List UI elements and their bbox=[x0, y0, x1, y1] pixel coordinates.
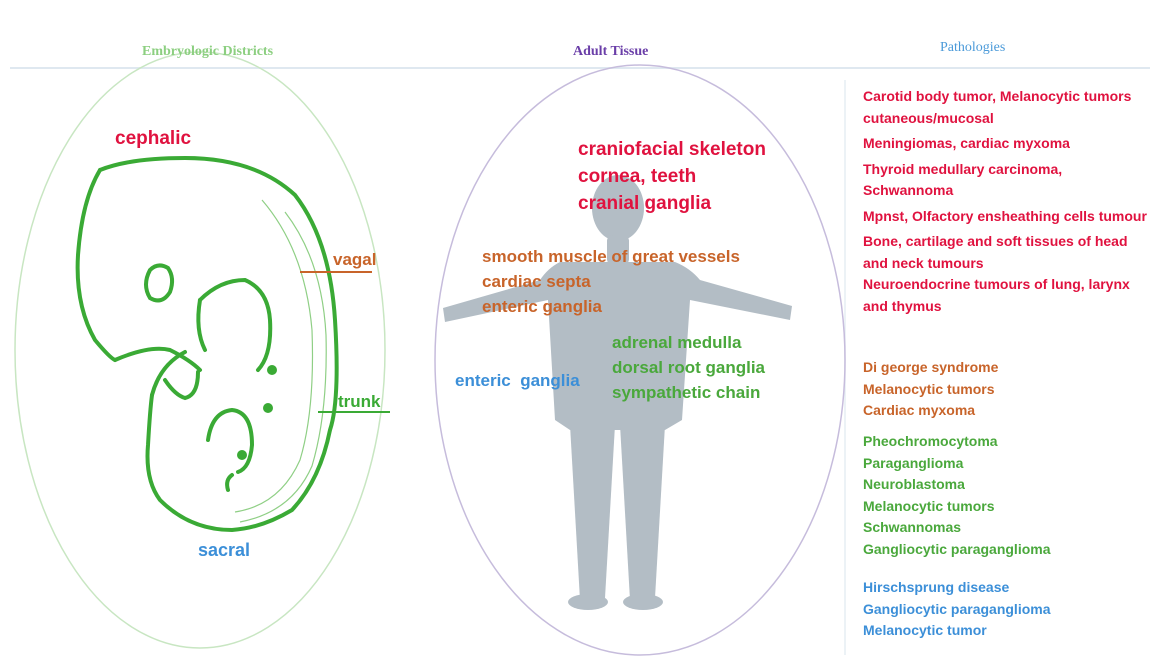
pathology-item: Pheochromocytoma bbox=[863, 431, 1148, 453]
pathology-item: Bone, cartilage and soft tissues of head… bbox=[863, 231, 1148, 274]
embryo-drawing bbox=[78, 158, 337, 530]
pathology-item: Neuroblastoma bbox=[863, 474, 1148, 496]
pathology-item: Carotid body tumor, Melanocytic tumors c… bbox=[863, 86, 1148, 129]
adult-orange-item: smooth muscle of great vessels bbox=[482, 244, 740, 269]
pathology-item: Melanocytic tumor bbox=[863, 620, 1148, 642]
adult-green-item: sympathetic chain bbox=[612, 380, 765, 405]
adult-red-item: cornea, teeth bbox=[578, 163, 766, 190]
label-vagal: vagal bbox=[333, 250, 376, 270]
embryo-somites bbox=[235, 200, 326, 522]
header-embryologic-districts: Embryologic Districts bbox=[142, 44, 273, 60]
adult-green-item: adrenal medulla bbox=[612, 330, 765, 355]
pathology-item: Melanocytic tumors bbox=[863, 496, 1148, 518]
adult-red-item: craniofacial skeleton bbox=[578, 136, 766, 163]
label-sacral: sacral bbox=[198, 540, 250, 561]
adult-orange-item: enteric ganglia bbox=[482, 294, 740, 319]
pathology-item: Neuroendocrine tumours of lung, larynx a… bbox=[863, 274, 1148, 317]
adult-orange-group: smooth muscle of great vessels cardiac s… bbox=[482, 244, 740, 319]
adult-blue-item: enteric ganglia bbox=[455, 371, 580, 391]
pathologies-orange-group: Di george syndrome Melanocytic tumors Ca… bbox=[863, 357, 1148, 422]
adult-green-group: adrenal medulla dorsal root ganglia symp… bbox=[612, 330, 765, 405]
pathologies-red-group: Carotid body tumor, Melanocytic tumors c… bbox=[863, 86, 1148, 317]
pathology-item: Gangliocytic paraganglioma bbox=[863, 539, 1148, 561]
pathology-item: Di george syndrome bbox=[863, 357, 1148, 379]
pathologies-blue-group: Hirschsprung disease Gangliocytic paraga… bbox=[863, 577, 1148, 642]
pathologies-green-group: Pheochromocytoma Paraganglioma Neuroblas… bbox=[863, 431, 1148, 560]
pathology-item: Thyroid medullary carcinoma, Schwannoma bbox=[863, 159, 1148, 202]
adult-red-item: cranial ganglia bbox=[578, 190, 766, 217]
header-pathologies: Pathologies bbox=[940, 40, 1005, 56]
pathology-item: Mpnst, Olfactory ensheathing cells tumou… bbox=[863, 206, 1148, 228]
pathology-item: Cardiac myxoma bbox=[863, 400, 1148, 422]
pathology-item: Paraganglioma bbox=[863, 453, 1148, 475]
header-adult-tissue: Adult Tissue bbox=[573, 44, 648, 60]
adult-green-item: dorsal root ganglia bbox=[612, 355, 765, 380]
label-trunk: trunk bbox=[338, 392, 381, 412]
label-cephalic: cephalic bbox=[115, 128, 191, 150]
pathology-item: Hirschsprung disease bbox=[863, 577, 1148, 599]
adult-orange-item: cardiac septa bbox=[482, 269, 740, 294]
pathology-item: Gangliocytic paraganglioma bbox=[863, 599, 1148, 621]
pathology-item: Meningiomas, cardiac myxoma bbox=[863, 133, 1148, 155]
pathology-item: Schwannomas bbox=[863, 517, 1148, 539]
adult-red-group: craniofacial skeleton cornea, teeth cran… bbox=[578, 136, 766, 217]
pathology-item: Melanocytic tumors bbox=[863, 379, 1148, 401]
